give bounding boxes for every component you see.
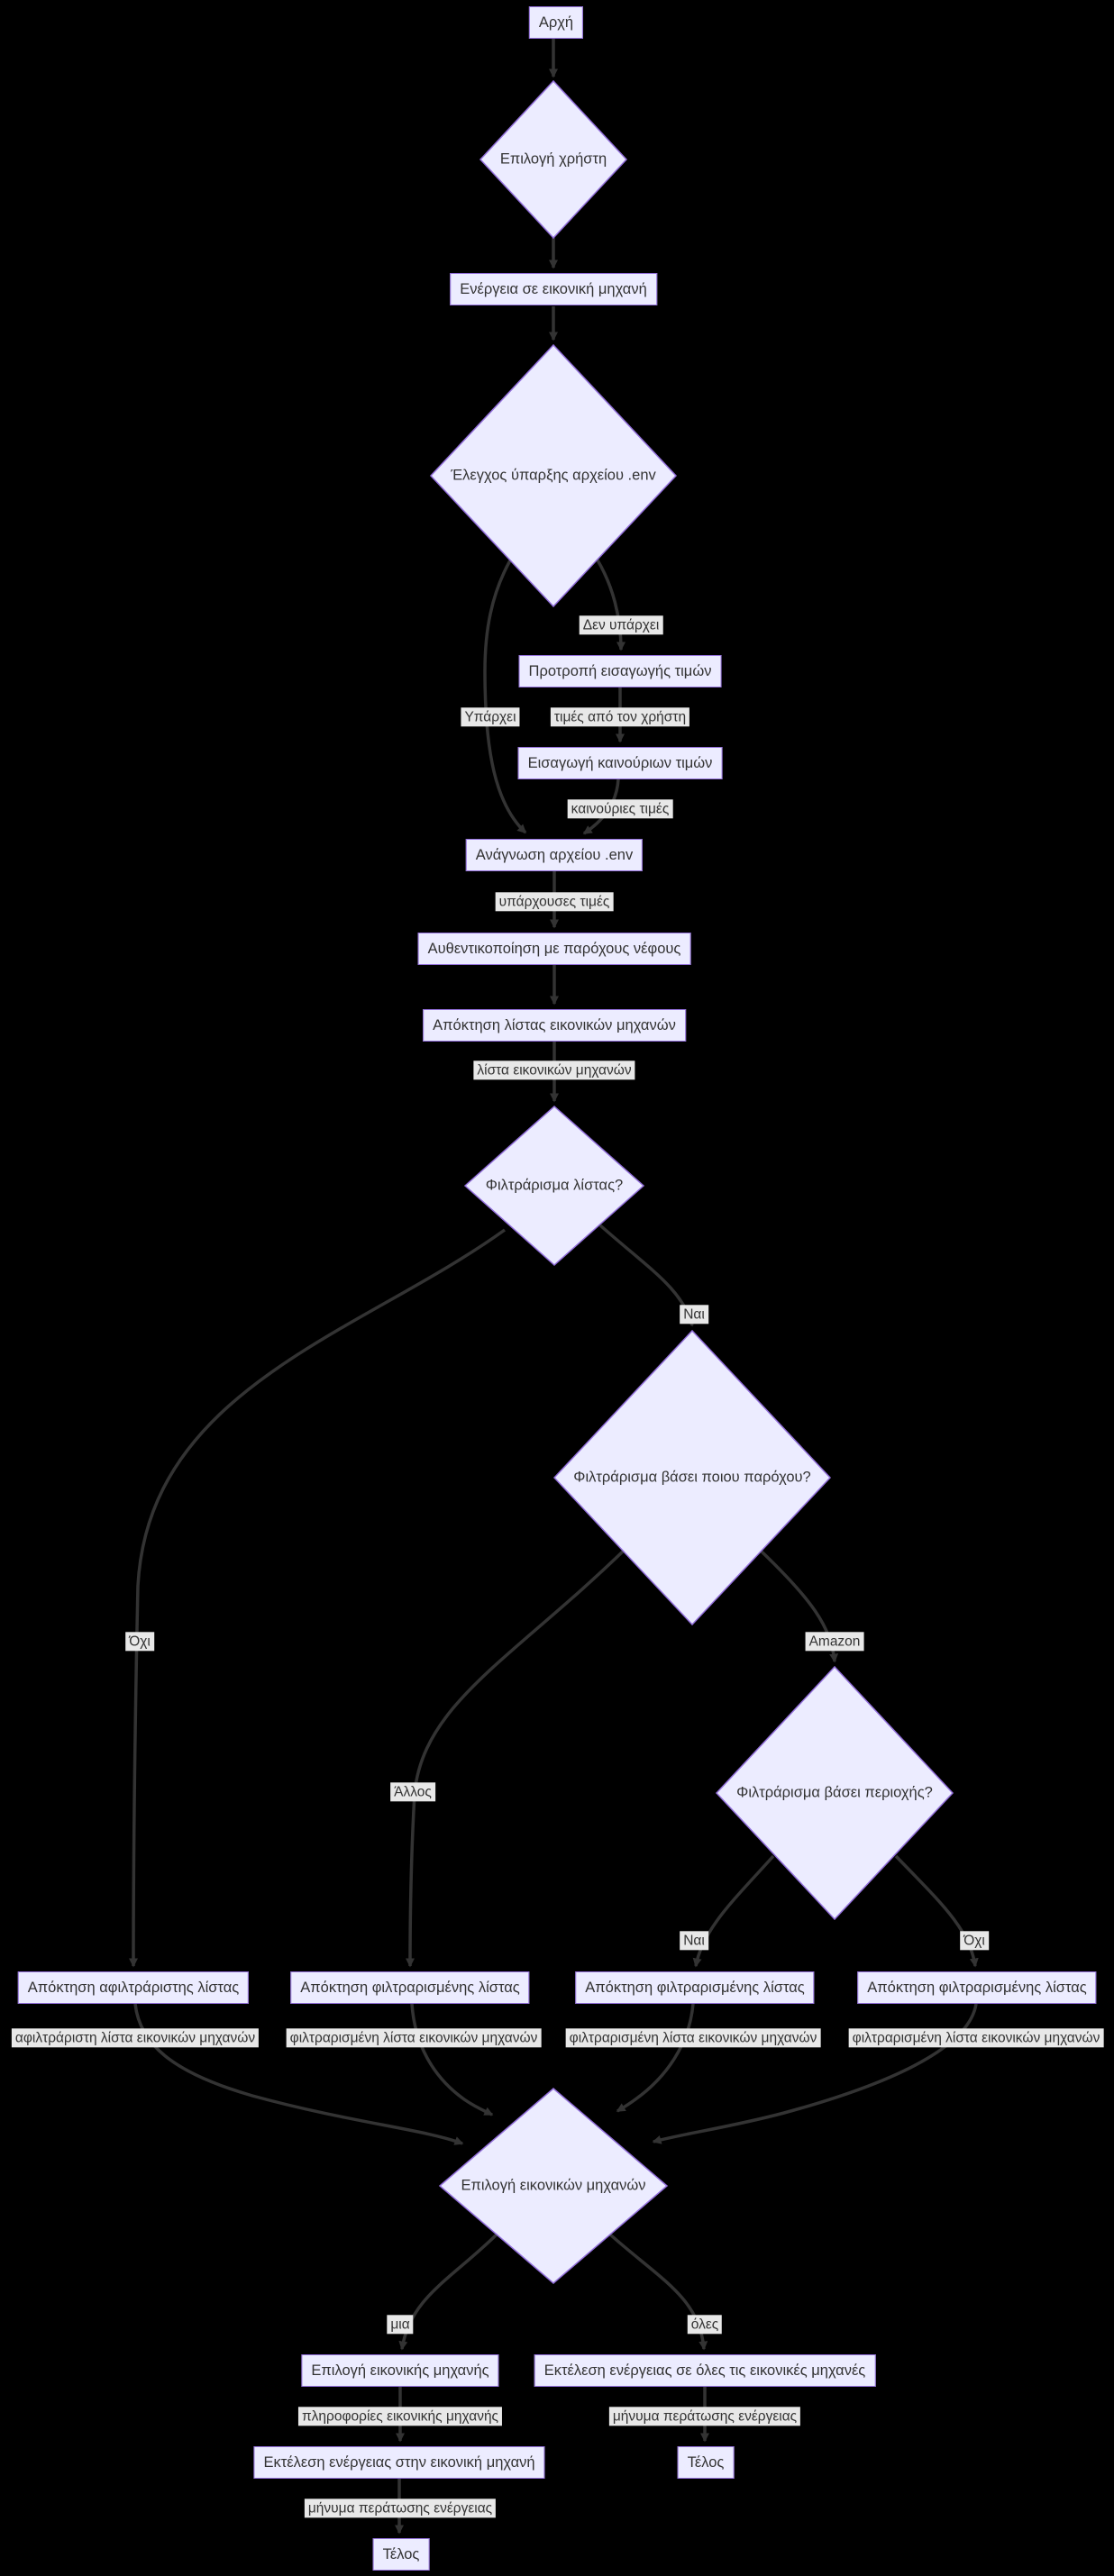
edge-provider-other: [406, 1546, 628, 1968]
node-end-one: Τέλος: [372, 2538, 430, 2571]
edge-filter-yes: [598, 1224, 695, 1327]
node-exec-all-vms: Εκτέλεση ενέργειας σε όλες τις εικονικές…: [534, 2354, 876, 2387]
node-start: Αρχή: [528, 6, 584, 39]
edge-label-values-from-user: τιμές από τον χρήστη: [550, 707, 690, 727]
edge-label-filtered-vm-list-region-no: φιλτραρισμένη λίστα εικονικών μηχανών: [848, 2028, 1104, 2048]
edge-label-filtered-vm-list-other: φιλτραρισμένη λίστα εικονικών μηχανών: [286, 2028, 542, 2048]
edge-label-vm-info: πληροφορίες εικονικής μηχανής: [297, 2407, 503, 2426]
node-select-one-vm: Επιλογή εικονικής μηχανής: [301, 2354, 499, 2387]
edge-filtered-other-to-select: [410, 2003, 494, 2116]
edge-label-unfiltered-vm-list: αφιλτράριστη λίστα εικονικών μηχανών: [11, 2028, 260, 2048]
edge-env-check-not-exists: [595, 558, 625, 651]
decision-filter-provider: Φιλτράρισμα βάσει ποιου παρόχου?: [573, 1469, 811, 1486]
decision-user-choice: Επιλογή χρήστη: [499, 150, 607, 168]
decision-filter-list: Φιλτράρισμα λίστας?: [485, 1177, 624, 1194]
edge-env-check-exists: [483, 560, 527, 834]
edge-label-completion-message-one: μήνυμα περάτωσης ενέργειας: [304, 2499, 497, 2518]
edge-label-new-values: καινούριες τιμές: [567, 799, 673, 819]
node-get-filtered-list-other: Απόκτηση φιλτραρισμένης λίστας: [290, 1971, 530, 2004]
edge-filter-no: [129, 1228, 507, 1968]
edge-select-one: [398, 2233, 498, 2351]
edge-label-completion-message-all: μήνυμα περάτωσης ενέργειας: [608, 2407, 801, 2426]
edge-region-no: [894, 1854, 979, 1968]
decision-shape-env-check: [429, 343, 678, 608]
edge-label-no-region: Όχι: [960, 1931, 989, 1951]
edge-label-no-filter: Όχι: [125, 1632, 154, 1652]
node-insert-new-values: Εισαγωγή καινούριων τιμών: [517, 747, 723, 779]
decision-select-vms: Επιλογή εικονικών μηχανών: [461, 2177, 646, 2194]
node-read-env: Ανάγνωση αρχείου .env: [465, 839, 644, 871]
node-get-vm-list: Απόκτηση λίστας εικονικών μηχανών: [423, 1009, 686, 1042]
edge-label-all: όλες: [687, 2315, 723, 2335]
node-vm-action: Ενέργεια σε εικονική μηχανή: [450, 273, 657, 305]
edge-region-yes: [692, 1854, 775, 1968]
edge-label-yes-region: Ναι: [680, 1931, 708, 1951]
node-end-all: Τέλος: [677, 2446, 735, 2479]
node-authenticate: Αυθεντικοποίηση με παρόχους νέφους: [417, 933, 691, 965]
decision-shape-user-choice: [479, 79, 628, 240]
decision-shape-filter-region: [715, 1665, 954, 1921]
edge-label-one: μια: [387, 2315, 414, 2335]
node-exec-one-vm: Εκτέλεση ενέργειας στην εικονική μηχανή: [253, 2446, 545, 2479]
decision-shape-filter-list: [463, 1105, 645, 1267]
edge-label-filtered-vm-list-region-yes: φιλτραρισμένη λίστα εικονικών μηχανών: [565, 2028, 821, 2048]
edge-label-exists: Υπάρχει: [461, 707, 520, 727]
decision-env-check: Έλεγχος ύπαρξης αρχείου .env: [451, 467, 656, 484]
decision-shape-select-vms: [438, 2088, 669, 2284]
edge-label-vm-list: λίστα εικονικών μηχανών: [473, 1060, 635, 1080]
node-get-filtered-list-region-no: Απόκτηση φιλτραρισμένης λίστας: [857, 1971, 1097, 2004]
edge-filtered-region-yes-to-select: [616, 2003, 695, 2113]
node-get-unfiltered-list: Απόκτηση αφιλτράριστης λίστας: [17, 1971, 250, 2004]
decision-filter-region: Φιλτράρισμα βάσει περιοχής?: [736, 1784, 933, 1801]
edge-label-existing-values: υπάρχουσες τιμές: [495, 892, 614, 912]
node-get-filtered-list-region-yes: Απόκτηση φιλτραρισμένης λίστας: [575, 1971, 815, 2004]
edge-label-other-provider: Άλλος: [390, 1782, 435, 1802]
edge-filtered-region-no-to-select: [652, 2003, 978, 2144]
edge-label-yes-filter: Ναι: [680, 1305, 708, 1324]
edge-label-not-exists: Δεν υπάρχει: [579, 615, 663, 635]
decision-shape-filter-provider: [552, 1329, 832, 1626]
edge-label-amazon: Amazon: [805, 1632, 864, 1652]
node-prompt-values: Προτροπή εισαγωγής τιμών: [518, 655, 722, 687]
